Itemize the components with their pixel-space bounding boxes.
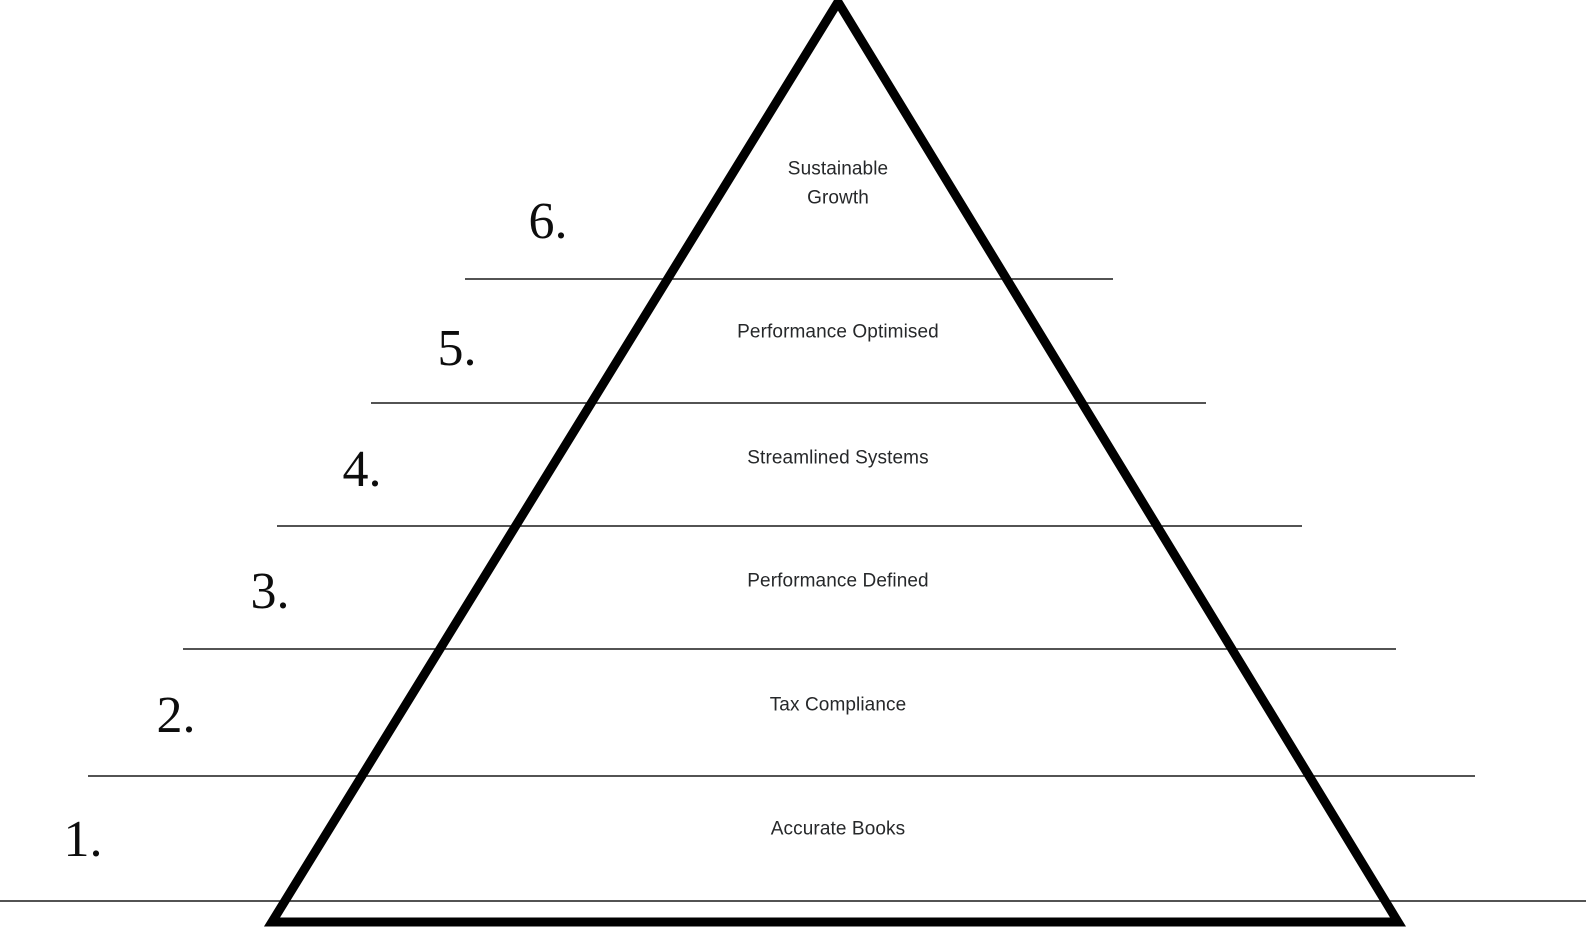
divider-lines	[0, 278, 1586, 902]
pyramid-outline	[263, 0, 1407, 927]
pyramid-triangle	[263, 0, 1407, 927]
